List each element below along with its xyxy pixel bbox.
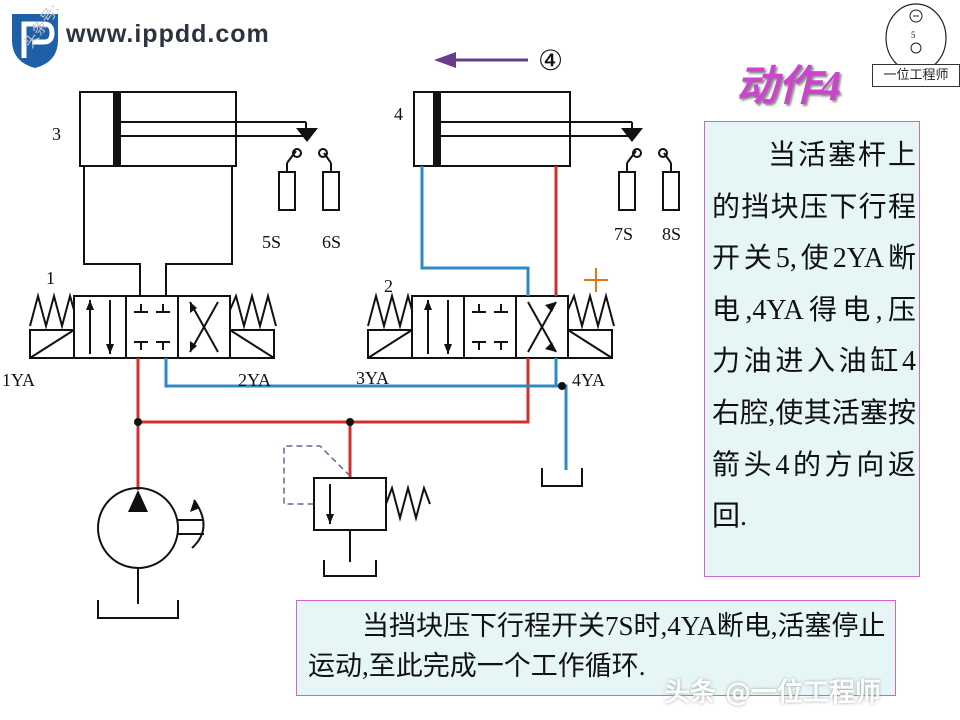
explanation-text: 当活塞杆上的挡块压下行程开关5,使2YA断电,4YA得电,压力油进入油缸4右腔,… xyxy=(712,140,916,533)
hydraulic-pump-icon xyxy=(97,487,205,619)
valve-1-label: 1 xyxy=(46,268,55,288)
cylinder-4-label: 4 xyxy=(394,104,403,124)
solenoid-3ya-label: 3YA xyxy=(356,368,389,388)
limit-switch-5s xyxy=(278,148,302,211)
limit-switch-6s xyxy=(318,148,340,211)
cylinder-3 xyxy=(79,91,307,167)
cam-block-icon xyxy=(296,128,318,142)
summary-text: 当挡块压下行程开关7S时,4YA断电,活塞停止运动,至此完成一个工作循环. xyxy=(308,611,886,681)
summary-panel xyxy=(296,600,896,696)
relief-valve xyxy=(313,477,431,577)
energized-mark-icon xyxy=(584,268,608,292)
directional-valve-1 xyxy=(29,292,277,359)
solenoid-2ya-label: 2YA xyxy=(238,370,271,390)
limit-switch-8s xyxy=(658,148,680,211)
valve-1-arrowheads xyxy=(86,300,197,354)
cam-block-icon xyxy=(621,128,643,142)
explanation-panel xyxy=(704,121,920,577)
pressure-lines xyxy=(136,166,558,490)
junction-dots xyxy=(134,382,566,426)
seal-label: 一位工程师 xyxy=(872,64,960,87)
valve-2-arrowheads xyxy=(424,300,556,354)
pump-direction-arrowhead xyxy=(128,490,148,512)
switch-8s-label: 8S xyxy=(662,224,681,244)
relief-arrowhead xyxy=(326,514,334,524)
directional-valve-2 xyxy=(367,292,615,359)
cylinder-3-lines xyxy=(83,165,233,296)
page-title: 动作4 xyxy=(736,64,842,110)
solenoid-1ya-label: 1YA xyxy=(2,370,35,390)
switch-5s-label: 5S xyxy=(262,232,281,252)
switch-6s-label: 6S xyxy=(322,232,341,252)
valve-2-label: 2 xyxy=(384,276,393,296)
corner-watermark: 头条 @一位工程师 xyxy=(664,678,882,708)
svg-text:5: 5 xyxy=(911,30,916,40)
site-url: www.ippdd.com xyxy=(66,20,270,48)
limit-switch-7s xyxy=(618,148,642,211)
cylinder-3-label: 3 xyxy=(52,124,61,144)
engineer-seal-icon: 5 xyxy=(885,3,947,73)
direction-label: ④ xyxy=(538,46,563,77)
solenoid-4ya-label: 4YA xyxy=(572,370,605,390)
site-logo-icon xyxy=(12,14,58,68)
tank-icon xyxy=(541,468,583,487)
pump-rotation-arrowhead xyxy=(190,500,200,512)
cylinder-4 xyxy=(413,91,633,167)
direction-arrow-icon xyxy=(434,52,528,68)
switch-7s-label: 7S xyxy=(614,224,633,244)
pilot-line xyxy=(283,445,351,505)
return-lines xyxy=(164,166,568,470)
